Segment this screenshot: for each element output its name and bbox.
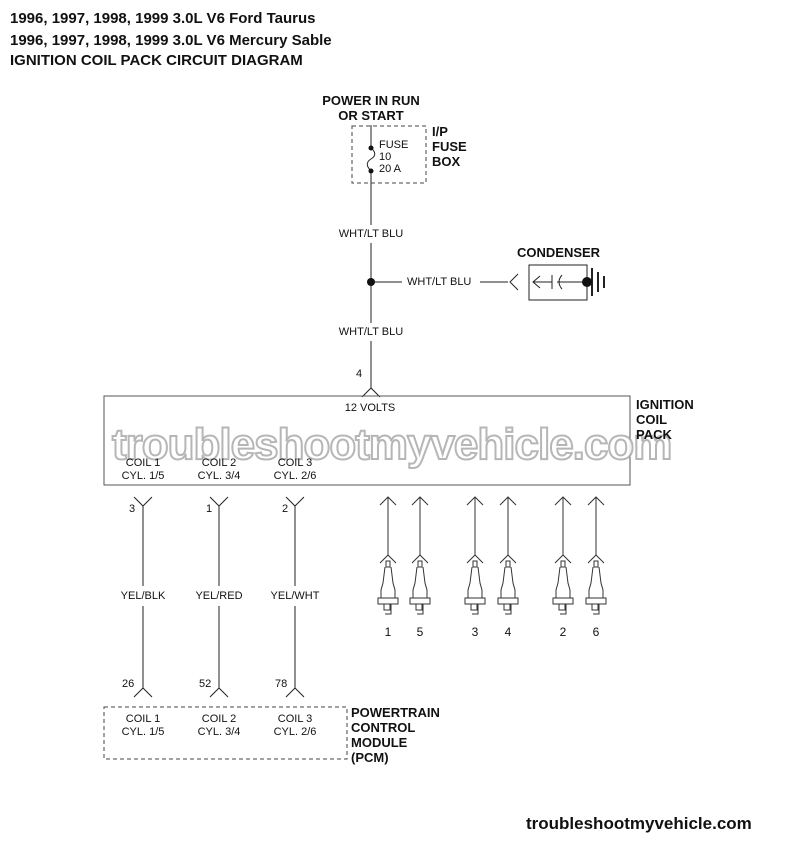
- wire-label-feed-upper: WHT/LT BLU: [338, 228, 404, 240]
- fuse-box-label-line: FUSE: [432, 139, 467, 154]
- wire-label-coil-1: YEL/BLK: [103, 590, 183, 603]
- spark-plug-label: 5: [416, 625, 424, 639]
- footer-site: troubleshootmyvehicle.com: [526, 814, 752, 833]
- fuse-label: FUSE 10 20 A: [379, 139, 408, 175]
- coil-pack-label-line: PACK: [636, 427, 672, 442]
- power-label-line1: POWER IN RUN: [322, 93, 420, 108]
- fuse-box-label-line: BOX: [432, 154, 461, 169]
- pcm-pin-26: 26: [122, 678, 135, 690]
- condenser-label: CONDENSER: [517, 245, 601, 260]
- coil-3-pin: 2: [282, 503, 289, 515]
- coil-name: COIL 2: [201, 713, 237, 725]
- fuse-rating: 20 A: [379, 163, 402, 175]
- fuse-number: 10: [379, 151, 392, 163]
- pcm-pin-52: 52: [199, 678, 212, 690]
- watermark: troubleshootmyvehicle.com: [111, 419, 673, 470]
- spark-plug-1: [377, 496, 399, 615]
- spark-plug-2: [552, 496, 574, 615]
- coil-name: COIL 3: [277, 713, 313, 725]
- spark-plug-label: 1: [384, 625, 392, 639]
- pcm-label-line: MODULE: [351, 735, 408, 750]
- spark-plug-label: 4: [504, 625, 512, 639]
- coil-cylinders: CYL. 3/4: [197, 470, 241, 482]
- coil-cylinders: CYL. 1/5: [121, 726, 165, 738]
- pcm-label-line: POWERTRAIN: [351, 705, 440, 720]
- pcm-pin-78: 78: [275, 678, 288, 690]
- spark-plug-5: [409, 496, 431, 615]
- coil-pack-label-line: COIL: [636, 412, 668, 427]
- spark-plug-label: 3: [471, 625, 479, 639]
- coil-name: COIL 2: [201, 457, 237, 469]
- wire-label-coil-3: YEL/WHT: [255, 590, 335, 603]
- pcm-coil-2: COIL 2 CYL. 3/4: [184, 713, 254, 739]
- coil-2-pin: 1: [206, 503, 213, 515]
- header-vehicle-line-1: 1996, 1997, 1998, 1999 3.0L V6 Ford Taur…: [10, 10, 316, 27]
- spark-plug-3: [464, 496, 486, 615]
- pcm-label: POWERTRAIN CONTROL MODULE (PCM): [351, 705, 440, 765]
- coil-pack-coil-2: COIL 2 CYL. 3/4: [184, 457, 254, 483]
- coil-name: COIL 1: [125, 457, 161, 469]
- coil-pack-feed-pin: 4: [356, 368, 363, 380]
- spark-plug-6: [585, 496, 607, 615]
- spark-plug-label: 6: [592, 625, 600, 639]
- fuse-box-label: I/P FUSE BOX: [432, 124, 467, 169]
- wire-label-coil-2: YEL/RED: [179, 590, 259, 603]
- coil-pack-voltage: 12 VOLTS: [344, 402, 396, 414]
- pcm-label-line: (PCM): [351, 750, 389, 765]
- spark-plug-4: [497, 496, 519, 615]
- pcm-coil-3: COIL 3 CYL. 2/6: [260, 713, 330, 739]
- coil-pack-label-line: IGNITION: [636, 397, 694, 412]
- power-source-label: POWER IN RUN OR START: [306, 93, 436, 123]
- coil-1-pin: 3: [129, 503, 136, 515]
- fuse-box-label-line: I/P: [432, 124, 448, 139]
- coil-pack-coil-1: COIL 1 CYL. 1/5: [108, 457, 178, 483]
- coil-pack-coil-3: COIL 3 CYL. 2/6: [260, 457, 330, 483]
- coil-cylinders: CYL. 2/6: [273, 726, 317, 738]
- diagram-title: IGNITION COIL PACK CIRCUIT DIAGRAM: [10, 52, 303, 69]
- fuse-name: FUSE: [379, 139, 409, 151]
- wire-label-condenser: WHT/LT BLU: [407, 276, 472, 288]
- coil-cylinders: CYL. 2/6: [273, 470, 317, 482]
- coil-name: COIL 1: [125, 713, 161, 725]
- power-label-line2: OR START: [338, 108, 404, 123]
- spark-plug-label: 2: [559, 625, 567, 639]
- pcm-label-line: CONTROL: [351, 720, 416, 735]
- header-vehicle-line-2: 1996, 1997, 1998, 1999 3.0L V6 Mercury S…: [10, 32, 332, 49]
- coil-pack-label: IGNITION COIL PACK: [636, 397, 694, 442]
- coil-cylinders: CYL. 3/4: [197, 726, 241, 738]
- pcm-coil-1: COIL 1 CYL. 1/5: [108, 713, 178, 739]
- wire-label-feed-lower: WHT/LT BLU: [338, 326, 404, 338]
- coil-name: COIL 3: [277, 457, 313, 469]
- coil-cylinders: CYL. 1/5: [121, 470, 165, 482]
